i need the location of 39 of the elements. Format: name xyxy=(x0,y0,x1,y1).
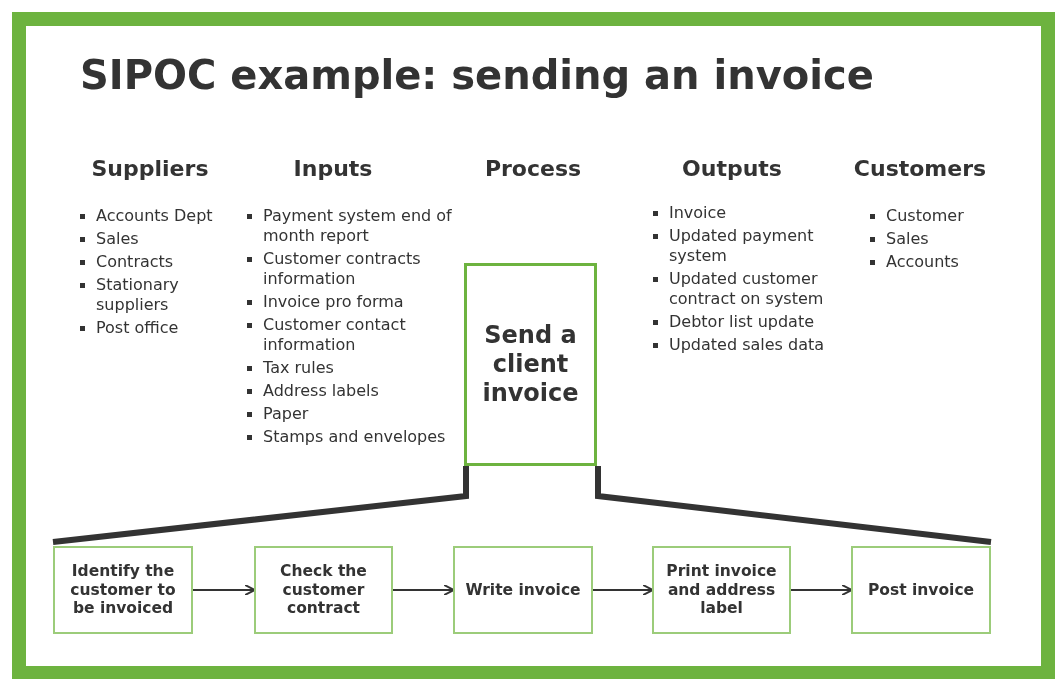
list-item-text: Stamps and envelopes xyxy=(263,427,446,446)
list-item-text: Invoice pro forma xyxy=(263,292,404,311)
list-item-text: Customer contracts information xyxy=(263,249,421,288)
column-heading: Outputs xyxy=(682,156,782,181)
list-item-text: Paper xyxy=(263,404,309,423)
process-step-box: Write invoice xyxy=(453,546,593,634)
column-heading: Process xyxy=(484,156,582,181)
list-item-text: Address labels xyxy=(263,381,379,400)
list-item-text: Customer xyxy=(886,206,964,225)
column-heading: Suppliers xyxy=(91,156,209,181)
connector-line xyxy=(52,466,469,545)
list-item-text: Sales xyxy=(96,229,139,248)
arrow xyxy=(192,584,256,596)
list-item-text: Contracts xyxy=(96,252,174,271)
process-step-box: Check the customer contract xyxy=(254,546,393,634)
process-step-box: Post invoice xyxy=(851,546,991,634)
arrow xyxy=(392,584,455,596)
list-item-text: Updated payment system xyxy=(669,226,814,265)
list-item-text: Stationary suppliers xyxy=(96,275,179,314)
list-item-text: Updated sales data xyxy=(669,335,825,354)
column-heading: Inputs xyxy=(293,156,373,181)
list-item-text: Accounts Dept xyxy=(96,206,213,225)
list-item-text: Post office xyxy=(96,318,179,337)
list-item-text: Sales xyxy=(886,229,929,248)
column-heading: Customers xyxy=(853,156,987,181)
process-step-box: Print invoice and address label xyxy=(652,546,791,634)
process-box: Send a client invoice xyxy=(464,263,597,466)
list-item-text: Debtor list update xyxy=(669,312,814,331)
list-item-text: Accounts xyxy=(886,252,959,271)
arrow xyxy=(592,584,654,596)
process-step-box: Identify the customer to be invoiced xyxy=(53,546,193,634)
list-item-text: Invoice xyxy=(669,203,727,222)
title: SIPOC example: sending an invoice xyxy=(80,52,874,98)
list-item-text: Payment system end of month report xyxy=(263,206,452,245)
list-item-text: Tax rules xyxy=(263,358,334,377)
list-item-text: Updated customer contract on system xyxy=(669,269,824,308)
arrow xyxy=(790,584,853,596)
connector-line xyxy=(595,466,992,545)
list-item-text: Customer contact information xyxy=(263,315,406,354)
